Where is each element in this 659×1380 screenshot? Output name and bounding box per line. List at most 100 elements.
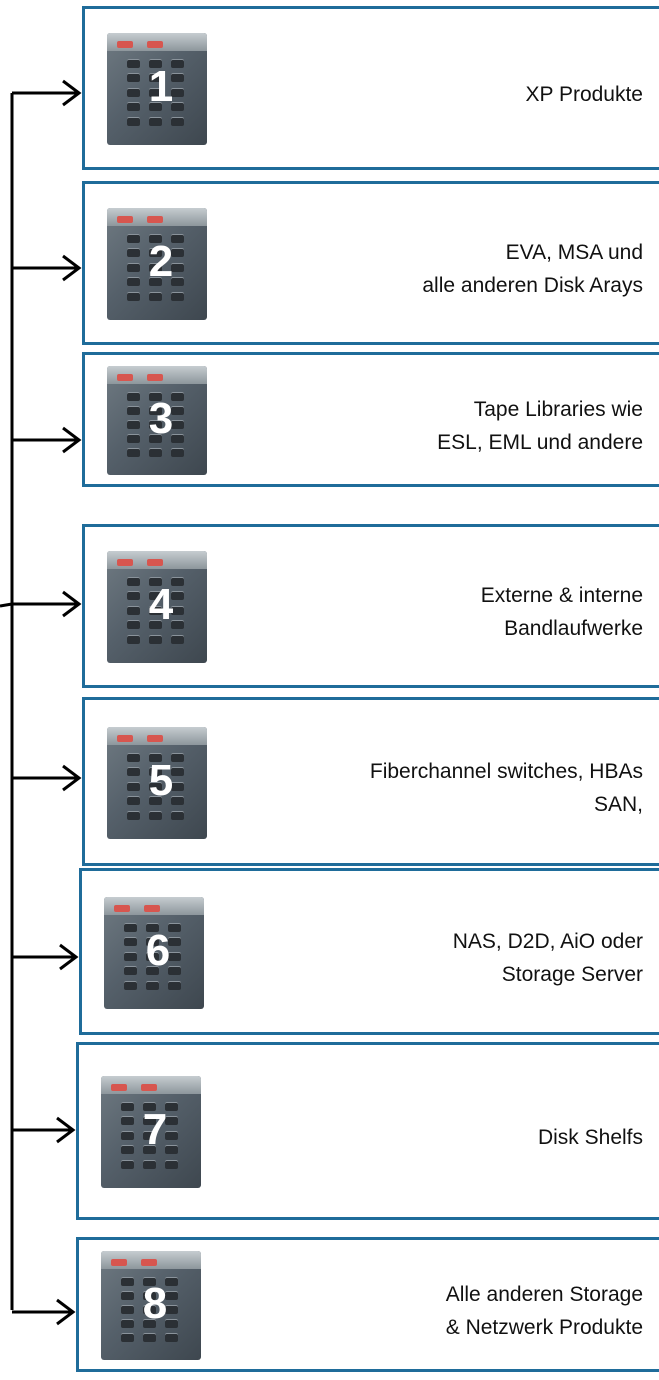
- keypad-key-icon: [171, 767, 184, 777]
- keypad-key-icon: [127, 620, 140, 630]
- keypad-key-icon: [127, 248, 140, 258]
- keypad-key-icon: [165, 1159, 178, 1169]
- keypad-key-icon: [171, 102, 184, 112]
- keypad-key-icon: [127, 591, 140, 601]
- keypad-key-icon: [171, 392, 184, 401]
- keypad-key-icon: [121, 1116, 134, 1126]
- keypad-key-icon: [146, 966, 159, 976]
- keypad-key-icon: [124, 937, 137, 947]
- red-key-icon: [117, 216, 133, 223]
- option-label-line: NAS, D2D, AiO oder: [452, 930, 643, 953]
- keypad-key-icon: [127, 277, 140, 287]
- keypad-key-icon: [171, 234, 184, 243]
- keypad-key-icon: [143, 1102, 156, 1111]
- option-label-line: Fiberchannel switches, HBAs: [369, 760, 643, 783]
- option-label-line: EVA, MSA und: [505, 241, 643, 264]
- keypad-key-icon: [127, 291, 140, 301]
- keypad-key-icon: [165, 1305, 178, 1314]
- keypad-key-icon: [127, 753, 140, 762]
- phone-keypad-icon: 5: [107, 727, 207, 839]
- keypad-key-icon: [127, 392, 140, 401]
- keypad-key-icon: [127, 406, 140, 415]
- arrowhead-icon: [62, 590, 82, 618]
- keypad-key-icon: [127, 73, 140, 83]
- keypad-key-icon: [127, 796, 140, 806]
- keypad-key-icon: [171, 73, 184, 83]
- phone-keypad-icon: 4: [107, 551, 207, 663]
- keypad-key-icon: [127, 102, 140, 112]
- red-key-icon: [117, 41, 133, 48]
- keypad-key-icon: [171, 605, 184, 615]
- keypad-key-icon: [121, 1102, 134, 1111]
- keypad-key-icon: [168, 923, 181, 932]
- keypad-key-icon: [149, 810, 162, 820]
- keypad-key-icon: [149, 434, 162, 443]
- option-number: 1: [148, 62, 174, 111]
- option-label: XP Produkte: [525, 79, 643, 112]
- option-label-line: & Netzwerk Produkte: [445, 1315, 643, 1339]
- keypad-key-icon: [168, 951, 181, 961]
- keypad-key-icon: [165, 1116, 178, 1126]
- keypad-key-icon: [149, 406, 162, 415]
- keypad-key-icon: [146, 923, 159, 932]
- keypad-key-icon: [146, 980, 159, 990]
- phone-keypad-icon: 7: [101, 1076, 201, 1188]
- keypad-key-icon: [168, 966, 181, 976]
- arrowhead-icon: [59, 943, 79, 971]
- red-key-icon: [147, 559, 163, 566]
- red-key-icon: [147, 216, 163, 223]
- keypad-key-icon: [149, 73, 162, 83]
- keypad-key-icon: [171, 277, 184, 287]
- keypad-key-icon: [171, 577, 184, 586]
- keypad-key-icon: [171, 420, 184, 429]
- phone-keypad-icon: 6: [104, 897, 204, 1009]
- keypad-key-icon: [165, 1102, 178, 1111]
- keypad-key-icon: [146, 951, 159, 961]
- keypad-key-icon: [149, 448, 162, 457]
- keypad-key-icon: [121, 1305, 134, 1314]
- arrowhead-icon: [62, 79, 82, 107]
- keypad-key-icon: [165, 1277, 178, 1286]
- red-key-icon: [117, 735, 133, 742]
- red-key-icon: [144, 905, 160, 912]
- keypad-key-icon: [171, 87, 184, 97]
- option-number: 2: [148, 237, 174, 286]
- keypad-key-icon: [127, 810, 140, 820]
- option-number: 3: [148, 394, 174, 443]
- keypad-key-icon: [127, 634, 140, 644]
- red-key-icon: [147, 374, 163, 381]
- option-label-line: Externe & interne: [480, 584, 643, 607]
- arrowhead-icon: [56, 1116, 76, 1144]
- keypad-key-icon: [149, 767, 162, 777]
- keypad-key-icon: [165, 1145, 178, 1155]
- keypad-key-icon: [149, 248, 162, 258]
- option-number: 8: [142, 1279, 168, 1328]
- keypad-key-icon: [149, 605, 162, 615]
- keypad-key-icon: [149, 234, 162, 243]
- keypad-key-icon: [171, 620, 184, 630]
- keypad-key-icon: [171, 781, 184, 791]
- keypad-key-icon: [171, 434, 184, 443]
- keypad-key-icon: [149, 781, 162, 791]
- keypad-key-icon: [149, 102, 162, 112]
- keypad-key-icon: [127, 87, 140, 97]
- keypad-key-icon: [121, 1130, 134, 1140]
- keypad-key-icon: [127, 434, 140, 443]
- keypad-key-icon: [124, 951, 137, 961]
- phone-keypad-icon: 2: [107, 208, 207, 320]
- keypad-key-icon: [127, 605, 140, 615]
- keypad-key-icon: [127, 262, 140, 272]
- keypad-key-icon: [168, 937, 181, 947]
- option-label: Disk Shelfs: [538, 1122, 643, 1155]
- red-key-icon: [117, 559, 133, 566]
- menu-option-box-7: 7 Disk Shelfs: [76, 1042, 659, 1220]
- keypad-key-icon: [143, 1116, 156, 1126]
- menu-option-box-1: 1 XP Produkte: [82, 6, 659, 170]
- option-number: 6: [145, 926, 171, 975]
